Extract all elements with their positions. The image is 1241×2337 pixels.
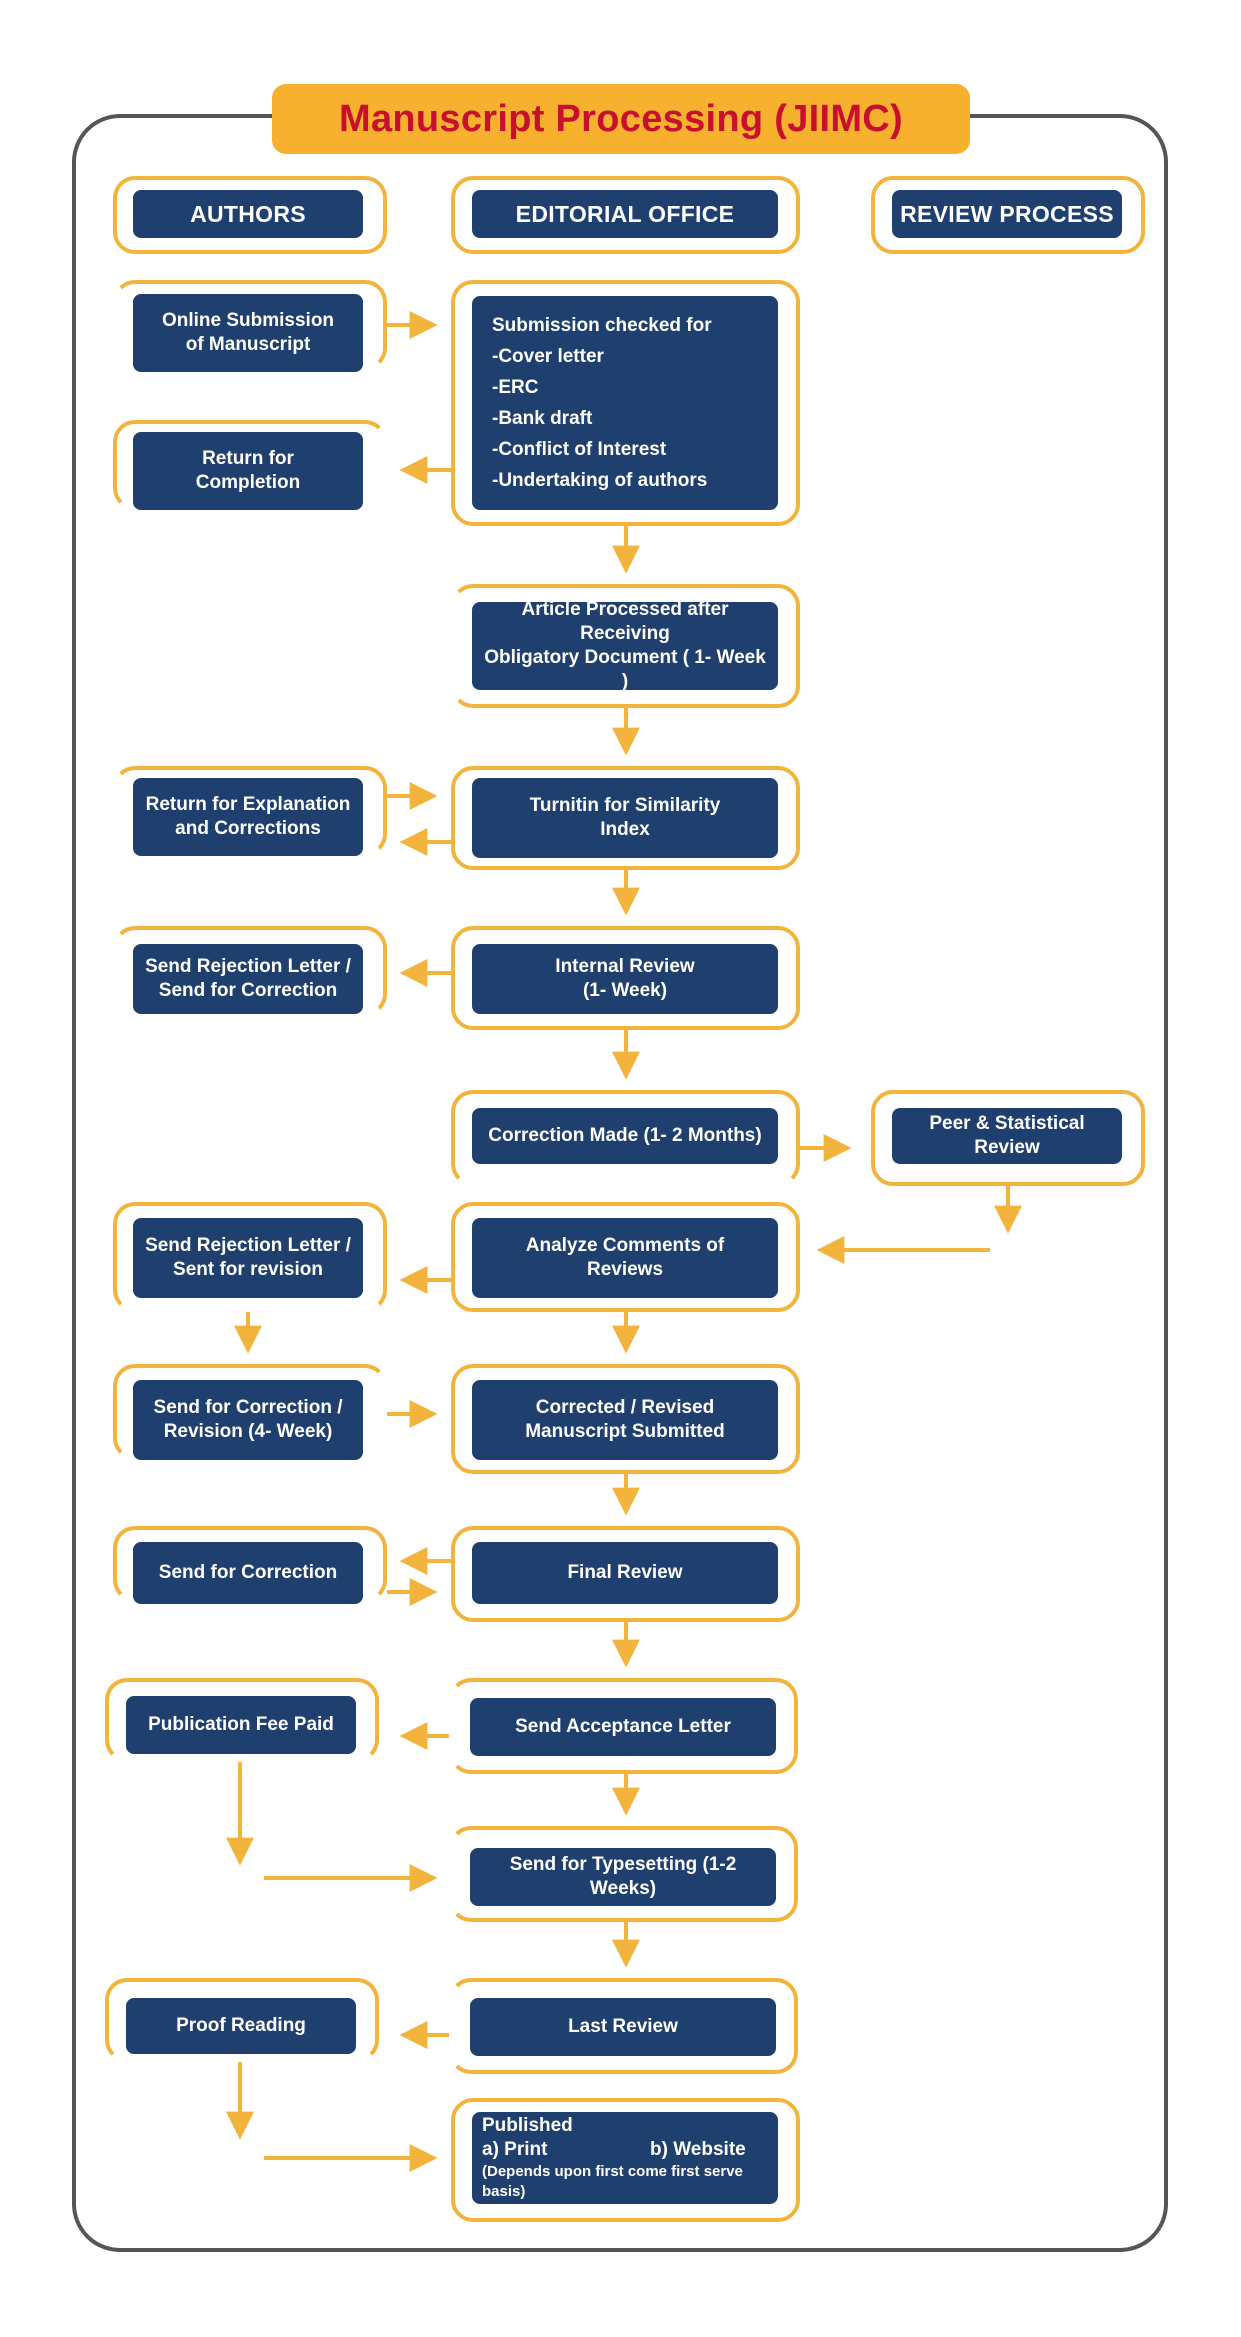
outline-correction-revision xyxy=(113,1364,387,1460)
outline-published xyxy=(451,2098,800,2222)
outline-typesetting xyxy=(449,1826,798,1922)
acceptance-letter-box: Send Acceptance Letter xyxy=(470,1698,776,1756)
outline-rejection-revision xyxy=(113,1202,387,1312)
header-outline-editorial xyxy=(451,176,800,254)
outline-checklist xyxy=(451,280,800,526)
checklist-item: -Conflict of Interest xyxy=(492,439,667,460)
outline-internal-review xyxy=(451,926,800,1030)
outline-peer-review xyxy=(871,1090,1145,1186)
checklist-item: -ERC xyxy=(492,377,539,398)
outline-last-review xyxy=(449,1978,798,2074)
header-editorial-office: EDITORIAL OFFICE xyxy=(472,190,778,238)
published-box: Published a) Print b) Website (Depends u… xyxy=(472,2112,778,2204)
outline-return-explanation xyxy=(113,766,387,856)
outline-article-processed xyxy=(451,584,800,708)
header-authors: AUTHORS xyxy=(133,190,363,238)
checklist-item: -Undertaking of authors xyxy=(492,470,708,491)
published-website: b) Website xyxy=(650,2139,746,2160)
outline-turnitin xyxy=(451,766,800,870)
header-outline-review xyxy=(871,176,1145,254)
published-title: Published xyxy=(482,2115,573,2136)
checklist-item: -Cover letter xyxy=(492,346,604,367)
internal-review-box: Internal Review(1- Week) xyxy=(472,944,778,1014)
outline-proof-reading xyxy=(105,1978,379,2062)
outline-send-correction xyxy=(113,1526,387,1602)
checklist-title: Submission checked for xyxy=(492,315,712,336)
outline-acceptance xyxy=(449,1678,798,1774)
final-review-box: Final Review xyxy=(472,1542,778,1604)
outline-rejection-correction xyxy=(113,926,387,1016)
proof-reading-box: Proof Reading xyxy=(126,1998,356,2054)
outline-final-review xyxy=(451,1526,800,1622)
outline-analyze-comments xyxy=(451,1202,800,1312)
outline-fee-paid xyxy=(105,1678,379,1762)
header-outline-authors xyxy=(113,176,387,254)
diagram-title: Manuscript Processing (JIIMC) xyxy=(272,84,970,154)
rejection-correction-box: Send Rejection Letter /Send for Correcti… xyxy=(133,944,363,1014)
published-print: a) Print xyxy=(482,2139,548,2160)
last-review-box: Last Review xyxy=(470,1998,776,2056)
correction-made-box: Correction Made (1- 2 Months) xyxy=(472,1108,778,1164)
correction-revision-box: Send for Correction /Revision (4- Week) xyxy=(133,1380,363,1460)
typesetting-box: Send for Typesetting (1-2 Weeks) xyxy=(470,1848,776,1906)
outline-correction-made xyxy=(451,1090,800,1186)
published-note: (Depends upon first come first serve bas… xyxy=(482,2163,743,2200)
publication-fee-paid-box: Publication Fee Paid xyxy=(126,1696,356,1754)
header-review-process: REVIEW PROCESS xyxy=(892,190,1122,238)
rejection-revision-box: Send Rejection Letter /Sent for revision xyxy=(133,1218,363,1298)
submission-checklist-box: Submission checked for -Cover letter -ER… xyxy=(472,296,778,510)
outline-corrected-revised xyxy=(451,1364,800,1474)
send-for-correction-box: Send for Correction xyxy=(133,1542,363,1604)
outline-online-submission xyxy=(113,280,387,370)
checklist-item: -Bank draft xyxy=(492,408,593,429)
peer-statistical-review-box: Peer & Statistical Review xyxy=(892,1108,1122,1164)
outline-return-completion xyxy=(113,420,387,510)
